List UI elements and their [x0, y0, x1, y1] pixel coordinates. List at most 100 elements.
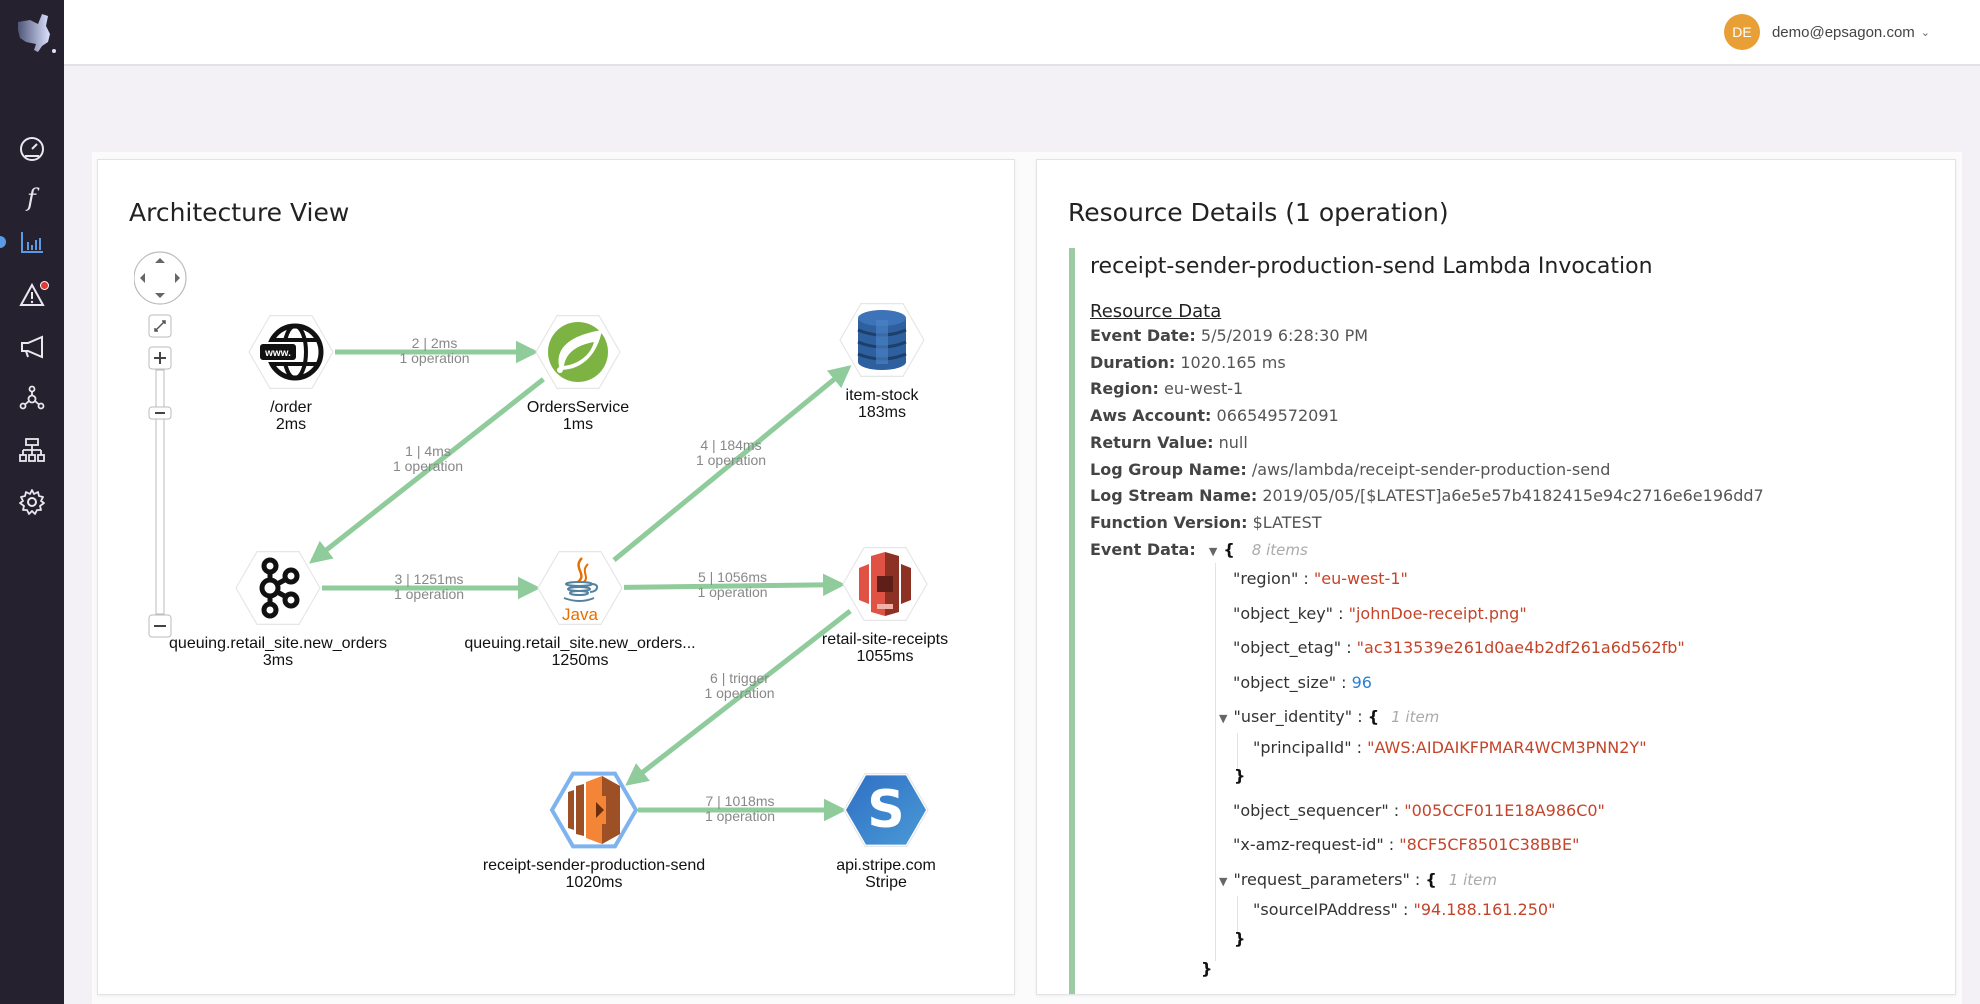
node-duration: 1ms — [563, 416, 593, 433]
edge-sublabel: 1 operation — [697, 584, 767, 600]
edge-line[interactable] — [625, 609, 852, 786]
pan-down-icon[interactable] — [155, 293, 165, 298]
json-key: "x-amz-request-id" — [1233, 835, 1384, 855]
pan-up-icon[interactable] — [155, 258, 165, 263]
field-key: Return Value: — [1090, 432, 1214, 452]
plus-icon — [154, 352, 166, 364]
json-key: "request_parameters" — [1233, 869, 1410, 889]
nav-alerts[interactable] — [0, 275, 64, 315]
field-row: Log Stream Name: 2019/05/05/[$LATEST]a6e… — [1090, 483, 1929, 510]
alert-badge — [40, 281, 49, 290]
json-colon: : — [1336, 672, 1352, 692]
nav-traces[interactable] — [0, 222, 64, 262]
zoom-slider-handle[interactable] — [148, 406, 172, 420]
edge-sublabel: 1 operation — [399, 350, 469, 366]
edge-sublabel: 1 operation — [704, 685, 774, 701]
json-value: "8CF5CF8501C38BBE" — [1399, 835, 1580, 855]
pan-left-icon[interactable] — [140, 273, 145, 283]
json-colon: : — [1352, 707, 1368, 727]
json-value: 96 — [1351, 672, 1372, 692]
node-duration: 183ms — [858, 404, 906, 421]
json-colon: : — [1409, 869, 1426, 889]
spring-leaf-icon — [548, 322, 608, 382]
nav-settings[interactable] — [0, 482, 64, 522]
avatar: DE — [1723, 14, 1760, 50]
json-colon: : — [1397, 900, 1414, 920]
field-row: Log Group Name: /aws/lambda/receipt-send… — [1090, 457, 1929, 484]
node-duration: 1055ms — [857, 648, 914, 665]
nav-functions[interactable]: f — [0, 177, 64, 217]
json-close-brace: } — [1234, 929, 1245, 948]
nav-architecture[interactable] — [0, 430, 64, 470]
graph-node-java[interactable]: Javaqueuing.retail_site.new_orders...125… — [464, 551, 696, 669]
json-colon: : — [1298, 569, 1314, 589]
pan-right-icon[interactable] — [175, 273, 180, 283]
edge-sublabel: 1 operation — [696, 452, 766, 468]
json-key: "sourceIPAddress" — [1253, 900, 1398, 920]
megaphone-icon — [21, 335, 43, 359]
open-brace: { — [1425, 869, 1437, 889]
nav-service-map[interactable] — [0, 378, 64, 418]
resource-details-title: Resource Details (1 operation) — [1068, 198, 1449, 227]
edge-sublabel: 1 operation — [394, 586, 464, 602]
collapse-toggle-icon[interactable]: ▼ — [1208, 544, 1218, 558]
json-key: "user_identity" — [1233, 707, 1353, 727]
zoom-in-button[interactable] — [148, 346, 172, 370]
gear-icon — [19, 489, 45, 515]
collapse-toggle-icon[interactable]: ▼ — [1219, 712, 1228, 726]
field-value: 2019/05/05/[$LATEST]a6e5e57b4182415e94c2… — [1257, 486, 1764, 506]
edge-line[interactable] — [612, 365, 852, 563]
architecture-panel: Architecture View — [97, 159, 1015, 995]
json-object-row: ▼"user_identity" : {1 item — [1219, 707, 1439, 726]
tree-guide-line — [1237, 895, 1238, 933]
collapse-toggle-icon[interactable]: ▼ — [1219, 874, 1228, 888]
nav-dashboard[interactable] — [0, 128, 64, 168]
stripe-icon: S — [846, 775, 926, 845]
zoom-out-button[interactable] — [148, 614, 172, 638]
user-menu[interactable]: DE demo@epsagon.com ⌄ — [1723, 14, 1930, 50]
json-colon: : — [1388, 800, 1405, 820]
nav-announcements[interactable] — [0, 327, 64, 367]
dynamodb-icon — [857, 310, 907, 370]
json-row: "object_sequencer" : "005CCF011E18A986C0… — [1233, 801, 1605, 820]
zoom-slider-track[interactable] — [155, 369, 165, 615]
operation-details: receipt-sender-production-send Lambda In… — [1069, 248, 1929, 994]
epsagon-logo[interactable] — [8, 8, 56, 56]
json-row: "object_key" : "johnDoe-receipt.png" — [1233, 604, 1527, 623]
edge-line[interactable] — [309, 377, 545, 564]
node-name: api.stripe.com — [836, 857, 936, 874]
field-row: Duration: 1020.165 ms — [1090, 350, 1929, 377]
json-colon: : — [1383, 835, 1400, 855]
www-globe-icon: www. — [258, 323, 324, 381]
edge-line[interactable] — [623, 573, 846, 597]
lambda-icon — [568, 776, 620, 844]
json-key: "object_key" — [1233, 603, 1334, 623]
node-name: /order — [270, 399, 312, 416]
field-key: Log Stream Name: — [1090, 486, 1258, 506]
field-key: Log Group Name: — [1090, 459, 1247, 479]
json-close-brace: } — [1234, 766, 1245, 785]
node-name: queuing.retail_site.new_orders — [169, 635, 387, 652]
json-value: "AWS:AIDAIKFPMAR4WCM3PNN2Y" — [1367, 737, 1647, 757]
pan-control[interactable] — [134, 251, 187, 305]
fit-to-screen-button[interactable] — [148, 314, 172, 338]
speedometer-icon — [20, 137, 44, 161]
chevron-down-icon: ⌄ — [1920, 25, 1930, 39]
json-row: "x-amz-request-id" : "8CF5CF8501C38BBE" — [1233, 835, 1579, 854]
edge-sublabel: 1 operation — [705, 808, 775, 824]
